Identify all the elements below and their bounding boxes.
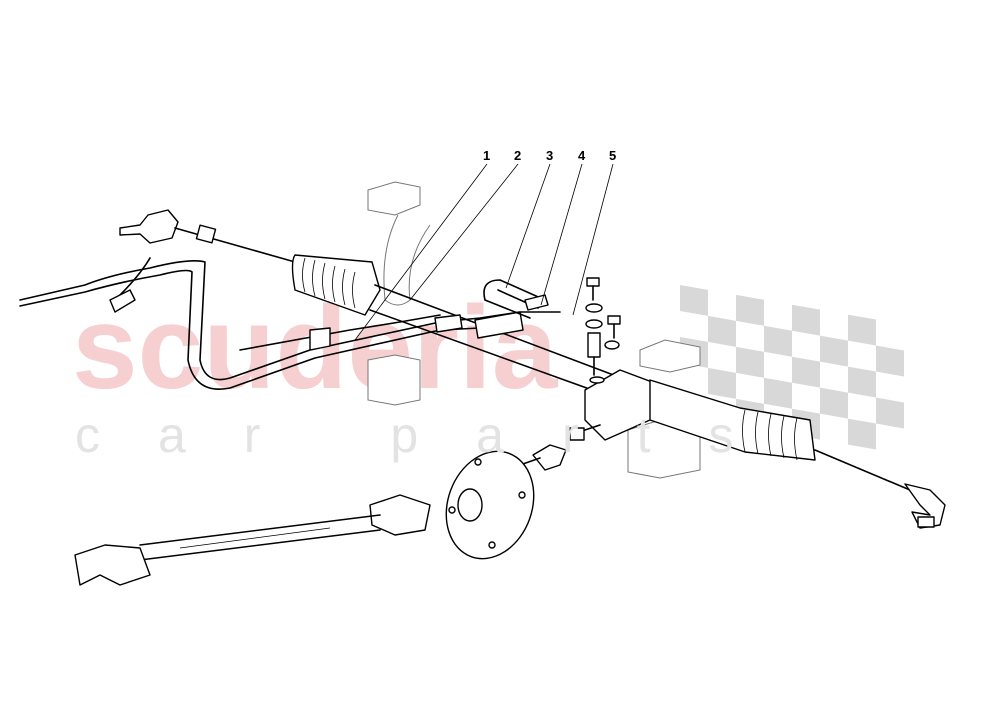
callout-2: 2 [409, 148, 521, 301]
callout-label: 1 [483, 148, 490, 163]
callout-label: 5 [609, 148, 616, 163]
callout-label: 3 [546, 148, 553, 163]
rack-mount-bracket-lower [627, 339, 701, 479]
callout-4: 4 [540, 148, 586, 306]
tie-rod-left [119, 209, 296, 263]
callout-3: 3 [505, 148, 553, 289]
steering-bellows-right [649, 379, 816, 461]
bolts-and-washers [585, 277, 621, 384]
steering-flange [445, 450, 535, 560]
steering-bellows-left [291, 254, 381, 316]
pipe-loop [483, 279, 549, 319]
pinion-bolt [519, 444, 567, 471]
callout-1: 1 [354, 148, 490, 341]
tie-rod-right [814, 449, 946, 529]
hydraulic-pipe-assembly [19, 257, 561, 390]
callout-label: 4 [578, 148, 586, 163]
leader-line [354, 163, 488, 341]
leader-line [540, 163, 583, 306]
leader-line [505, 163, 551, 289]
callout-5: 5 [572, 148, 616, 316]
leader-line [572, 163, 614, 316]
callout-label: 2 [514, 148, 521, 163]
rack-mount-bracket-upper [367, 181, 431, 406]
steering-shaft [74, 494, 431, 586]
leader-line [409, 163, 519, 301]
